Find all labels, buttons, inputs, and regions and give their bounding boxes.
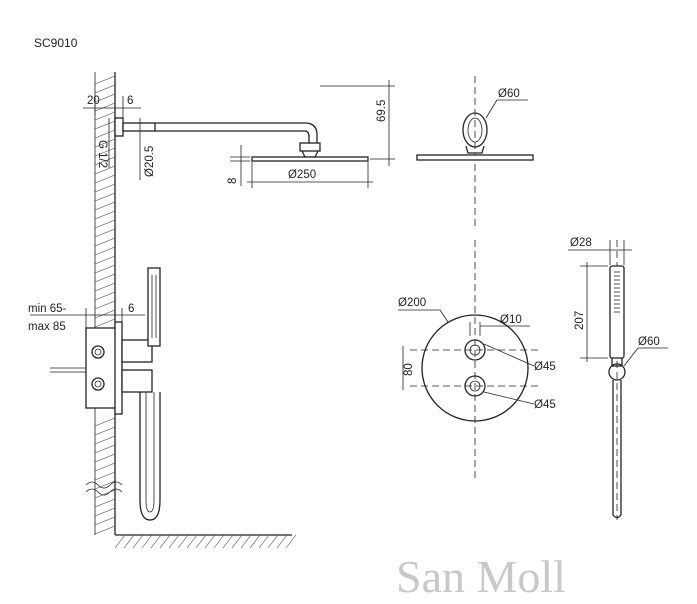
svg-text:Ø200: Ø200 bbox=[398, 297, 426, 309]
dim-depth-range: min 65- max 85 6 bbox=[28, 303, 145, 333]
svg-text:min 65-: min 65- bbox=[28, 303, 67, 315]
shower-arm-side-view bbox=[114, 117, 369, 162]
svg-text:Ø60: Ø60 bbox=[638, 336, 660, 348]
svg-text:69.5: 69.5 bbox=[376, 100, 388, 122]
dim-head-height: 69.5 bbox=[320, 80, 395, 166]
dim-head-thickness: 8 bbox=[227, 145, 250, 186]
svg-text:8: 8 bbox=[227, 178, 239, 184]
valve-side-view bbox=[50, 267, 161, 521]
svg-text:80: 80 bbox=[403, 363, 415, 376]
brand-logo: San Moll bbox=[396, 551, 566, 602]
model-code: SC9010 bbox=[34, 36, 78, 50]
valve-front-plate: Ø200 Ø10 Ø45 Ø45 80 bbox=[398, 240, 556, 480]
dim-head-diameter: Ø250 bbox=[247, 162, 373, 188]
svg-text:Ø28: Ø28 bbox=[570, 237, 592, 249]
dim-top-left: 20 6 bbox=[83, 95, 141, 118]
dim-flange: 6 bbox=[127, 95, 133, 107]
dim-arm-diameter: Ø20.5 bbox=[144, 146, 156, 177]
wall-section bbox=[85, 72, 297, 549]
svg-text:6: 6 bbox=[128, 303, 134, 315]
svg-text:Ø45: Ø45 bbox=[534, 399, 556, 411]
svg-text:Ø45: Ø45 bbox=[534, 361, 556, 373]
dim-arm-vertical: G 1/2 Ø20.5 bbox=[96, 118, 156, 180]
svg-text:Ø60: Ø60 bbox=[498, 88, 520, 100]
hand-shower-front-view: Ø28 207 Ø60 bbox=[568, 237, 668, 520]
shower-head-front-view: Ø60 bbox=[416, 76, 534, 230]
dim-wall-thickness: 20 bbox=[87, 95, 100, 107]
svg-text:Ø250: Ø250 bbox=[288, 169, 316, 181]
svg-text:Ø10: Ø10 bbox=[500, 314, 522, 326]
dim-thread: G 1/2 bbox=[96, 140, 108, 168]
svg-text:207: 207 bbox=[574, 311, 586, 330]
svg-text:max 85: max 85 bbox=[28, 321, 66, 333]
